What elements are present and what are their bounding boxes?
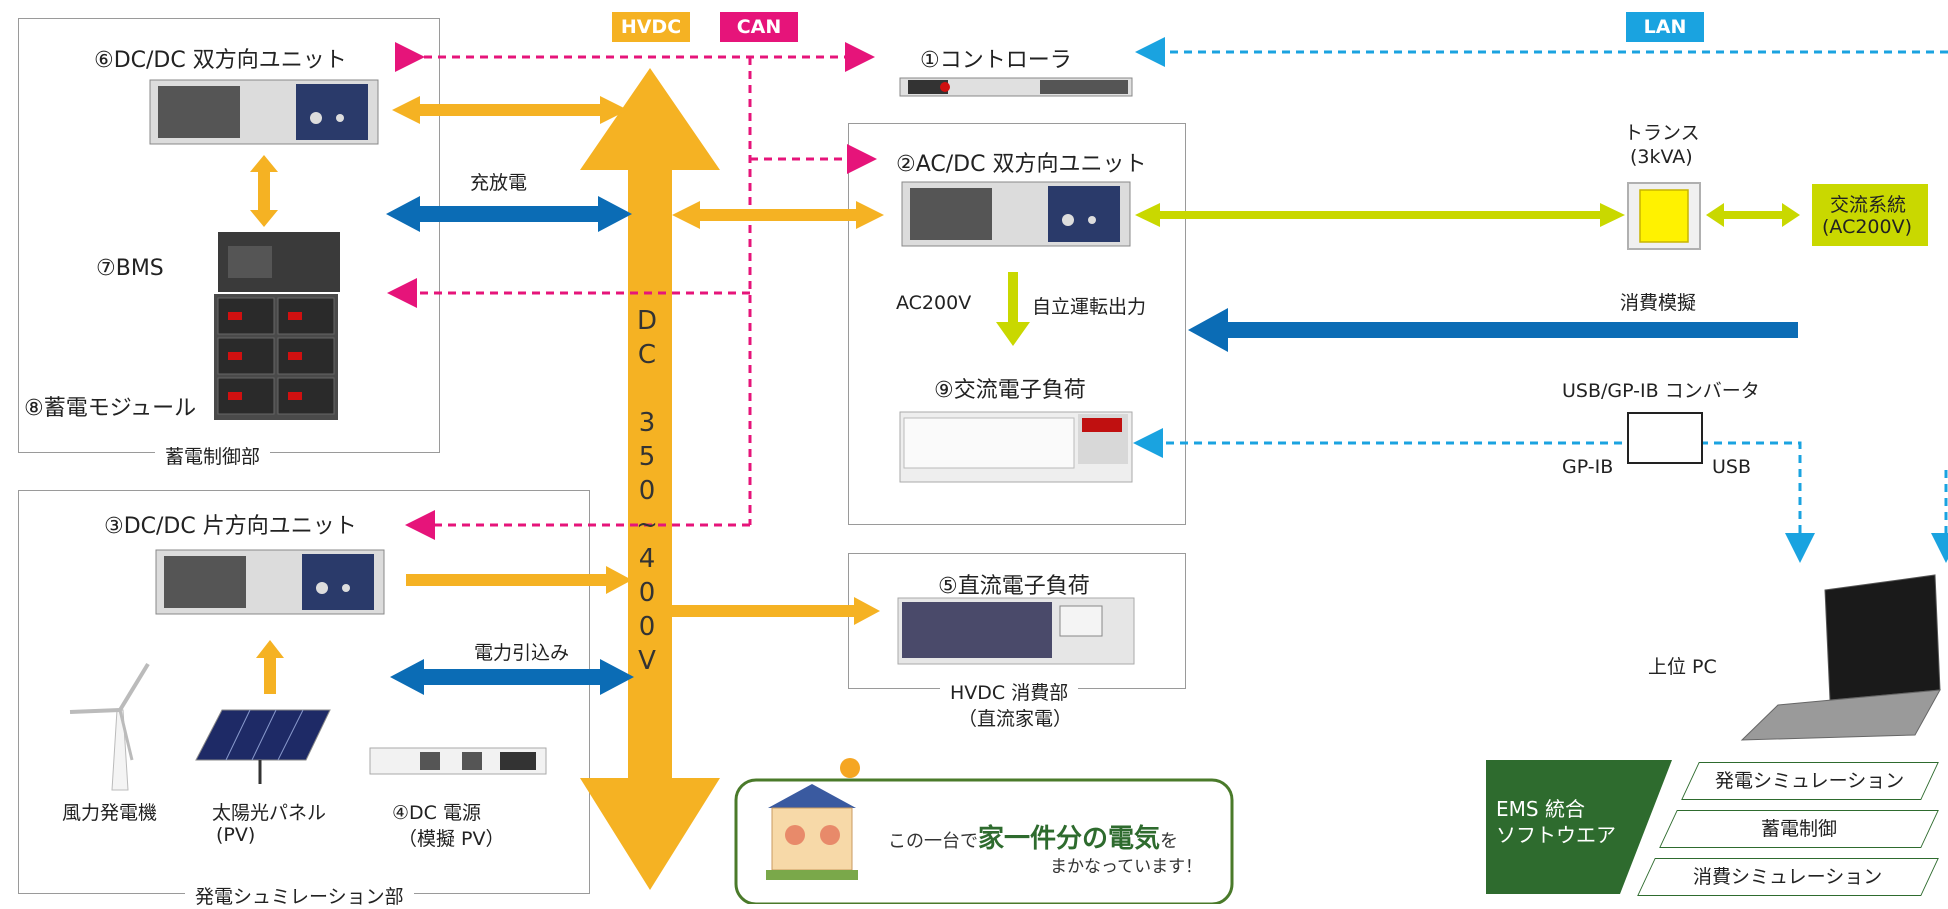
ac200v-label: AC200V <box>896 292 972 314</box>
converter-label: USB/GP-IB コンバータ <box>1562 380 1760 402</box>
unit3-device <box>155 549 385 615</box>
can-tag: CAN <box>720 12 798 42</box>
solar-panel <box>195 709 331 784</box>
house-message-emph1: 家一件分 <box>978 824 1083 854</box>
bms-device <box>214 232 340 420</box>
ems-item-consumption-sim[interactable]: 消費シミュレーション <box>1637 858 1939 896</box>
dc-bus-label: DC 350~400V <box>632 306 662 680</box>
house-message-emph2: 電気 <box>1108 824 1161 854</box>
unit1-device <box>899 77 1133 97</box>
host-pc-label: 上位 PC <box>1648 656 1717 678</box>
hvdc-consumption-caption-sub: （直流家電） <box>958 708 1073 730</box>
transformer-label: トランス <box>1624 122 1700 144</box>
unit5-label: ⑤直流電子負荷 <box>938 574 1090 599</box>
ems-item-label: 蓄電制御 <box>1760 818 1837 840</box>
charge-label: 充放電 <box>470 172 528 194</box>
usb-label: USB <box>1712 456 1752 478</box>
ems-title-line2: ソフトウエア <box>1496 823 1616 847</box>
house-message-suffix: を <box>1160 831 1179 852</box>
ems-item-label: 消費シミュレーション <box>1693 866 1883 888</box>
wind-label: 風力発電機 <box>62 802 158 824</box>
unit5-device <box>897 597 1135 665</box>
ems-item-generation-sim[interactable]: 発電シミュレーション <box>1681 762 1939 800</box>
unit4-label-sub: （模擬 PV） <box>398 828 505 850</box>
unit4-label: ④DC 電源 <box>392 802 481 824</box>
house-message-prefix: この一台で <box>888 831 978 852</box>
ac-unit-box <box>848 123 1186 525</box>
host-pc-laptop <box>1740 574 1941 741</box>
solar-label: 太陽光パネル <box>212 802 327 824</box>
unit8-label: ⑧蓄電モジュール <box>24 396 197 421</box>
unit9-label: ⑨交流電子負荷 <box>934 378 1086 403</box>
house-message-line2: まかなっています！ <box>1050 857 1203 877</box>
ac-grid-box <box>1812 184 1928 246</box>
converter-box <box>1627 412 1703 464</box>
ems-title-line1: EMS 統合 <box>1496 797 1585 821</box>
ems-item-label: 発電シミュレーション <box>1715 770 1905 792</box>
self-run-label: 自立運転出力 <box>1032 296 1147 318</box>
consumption-label: 消費模擬 <box>1620 292 1697 314</box>
gpib-label: GP-IB <box>1562 456 1614 478</box>
unit6-device <box>149 79 379 145</box>
power-in-label: 電力引込み <box>474 642 570 664</box>
house-illustration <box>766 758 860 880</box>
unit7-label: ⑦BMS <box>96 256 164 281</box>
house-message-box <box>734 778 1234 904</box>
ems-title-block <box>1486 760 1672 894</box>
storage-section-caption: 蓄電制御部 <box>155 442 271 469</box>
ac-grid-label: 交流系統 <box>1830 194 1907 216</box>
unit3-label: ③DC/DC 片方向ユニット <box>104 514 357 539</box>
hvdc-tag: HVDC <box>612 12 690 42</box>
house-message-mid: の <box>1082 824 1109 854</box>
unit9-device <box>899 411 1133 483</box>
ems-item-storage-control[interactable]: 蓄電制御 <box>1659 810 1939 848</box>
hvdc-consumption-caption: HVDC 消費部 <box>940 678 1079 705</box>
solar-label-sub: (PV) <box>216 824 256 846</box>
ems-title: EMS 統合 ソフトウエア <box>1496 796 1616 848</box>
house-message: この一台で家一件分の電気を <box>888 818 1178 855</box>
ac-grid-label-sub: (AC200V) <box>1822 216 1913 238</box>
wind-turbine <box>69 662 150 791</box>
unit1-label: ①コントローラ <box>920 48 1072 73</box>
hvdc-bus-arrow <box>580 68 720 890</box>
lan-tag: LAN <box>1626 12 1704 42</box>
unit4-device <box>369 747 547 775</box>
unit2-device <box>901 181 1131 247</box>
unit2-label: ②AC/DC 双方向ユニット <box>896 152 1147 177</box>
unit6-label: ⑥DC/DC 双方向ユニット <box>94 48 347 73</box>
transformer-label-sub: (3kVA) <box>1630 146 1693 168</box>
